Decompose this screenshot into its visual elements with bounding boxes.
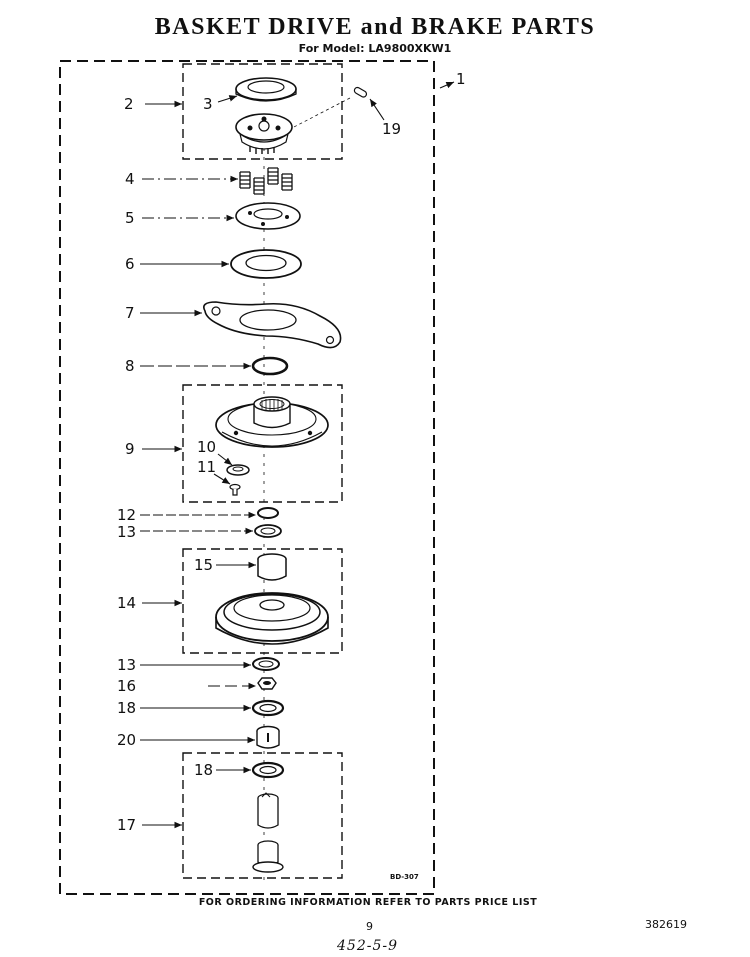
model-subtitle: For Model: LA9800XKW1 (298, 42, 452, 55)
part-7-flange (203, 301, 342, 349)
callout-13-upper: 13 (117, 523, 136, 541)
part-18-bearing-lower (251, 761, 285, 779)
callout-20: 20 (117, 731, 136, 749)
subassembly-box-17 (182, 752, 343, 879)
part-16-nut (257, 677, 277, 690)
figure-code: BD-307 (390, 873, 419, 881)
callout-12: 12 (117, 506, 136, 524)
callout-16: 16 (117, 677, 136, 695)
part-11-screw (229, 483, 241, 496)
document-number: 382619 (645, 918, 687, 931)
page-title: BASKET DRIVE and BRAKE PARTS (154, 14, 596, 40)
callout-18-upper: 18 (117, 699, 136, 717)
callout-1: 1 (456, 70, 466, 88)
handwritten-note: 452-5-9 (337, 938, 398, 954)
part-3-washer (235, 77, 297, 102)
callout-18-lower: 18 (194, 761, 213, 779)
callout-13-lower: 13 (117, 656, 136, 674)
leader-lines (140, 81, 455, 829)
part-19-pin (291, 86, 368, 129)
callout-19: 19 (382, 120, 401, 138)
callout-2: 2 (124, 95, 134, 113)
subassembly-box-14 (182, 548, 343, 654)
callout-17: 17 (117, 816, 136, 834)
callout-7: 7 (125, 304, 135, 322)
part-2-drive-hub (235, 113, 293, 154)
part-10-small-washer (226, 464, 250, 476)
part-17-shaft (252, 792, 284, 873)
callout-10: 10 (197, 438, 216, 456)
callout-3: 3 (203, 95, 213, 113)
part-20-coupling (256, 725, 280, 749)
callout-5: 5 (125, 209, 135, 227)
callout-11: 11 (197, 458, 216, 476)
part-13-washer-upper (254, 524, 282, 538)
callout-4: 4 (125, 170, 135, 188)
part-4-springs (239, 167, 293, 195)
callout-15: 15 (194, 556, 213, 574)
part-8-retaining-ring (251, 356, 289, 376)
callout-labels: 1 2 3 19 4 5 6 7 8 9 10 11 12 13 15 14 1… (117, 70, 466, 834)
callout-8: 8 (125, 357, 135, 375)
part-9-brake-drum (215, 396, 329, 448)
callout-14: 14 (117, 594, 136, 612)
part-12-ring (257, 507, 279, 519)
callout-6: 6 (125, 255, 135, 273)
part-6-brake-lining (230, 249, 302, 279)
part-13-washer-lower (252, 657, 280, 671)
assembly-frame (59, 60, 435, 895)
part-15-bushing (257, 553, 287, 581)
part-14-pulley (215, 592, 329, 645)
part-5-brake-plate (235, 202, 301, 230)
ordering-note: FOR ORDERING INFORMATION REFER TO PARTS … (198, 897, 538, 908)
page-number: 9 (366, 920, 373, 933)
subassembly-box-9 (182, 384, 343, 503)
part-18-bearing-upper (251, 699, 285, 717)
callout-9: 9 (125, 440, 135, 458)
